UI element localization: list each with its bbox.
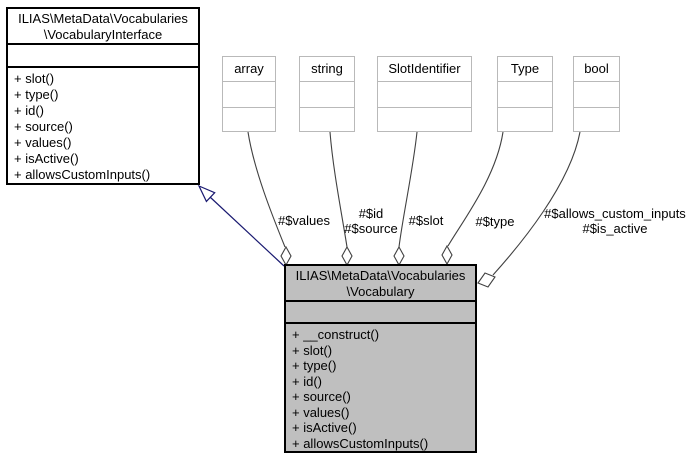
empty-compartment <box>300 82 354 108</box>
attributes-compartment <box>286 302 475 324</box>
method-item: + __construct() <box>292 327 380 342</box>
empty-compartment <box>498 108 552 131</box>
edge-label-slot: #$slot <box>408 213 444 228</box>
aggregation-edge-values <box>247 131 286 248</box>
method-item: + isActive() <box>14 151 79 166</box>
aggregation-diamond-allows-is-active <box>477 272 496 288</box>
type-node-label: bool <box>574 57 619 82</box>
empty-compartment <box>574 82 619 108</box>
edge-label-is-active: #$is_active <box>582 220 648 236</box>
method-item: + id() <box>14 103 44 118</box>
edge-label-source: #$source <box>344 220 398 236</box>
empty-compartment <box>300 108 354 131</box>
class-title-line1: ILIAS\MetaData\Vocabularies <box>18 11 188 26</box>
class-title-line2: \VocabularyInterface <box>43 27 163 42</box>
empty-compartment <box>223 108 275 131</box>
aggregation-edge-id-source <box>329 131 348 248</box>
method-item: + values() <box>292 404 350 420</box>
class-title: ILIAS\MetaData\Vocabularies \Vocabulary <box>286 266 475 302</box>
method-item: + source() <box>14 119 73 134</box>
method-item: + id() <box>292 373 322 389</box>
empty-compartment <box>223 82 275 108</box>
aggregation-edge-slot <box>398 131 418 248</box>
type-node-string: string <box>299 56 355 132</box>
class-title-line2: \Vocabulary <box>346 284 415 299</box>
empty-compartment <box>498 82 552 108</box>
method-item: + type() <box>14 87 59 102</box>
empty-compartment <box>378 108 471 131</box>
method-item: + slot() <box>292 342 333 358</box>
class-node-vocabulary-interface[interactable]: ILIAS\MetaData\Vocabularies \VocabularyI… <box>6 7 200 185</box>
type-node-label: array <box>223 57 275 82</box>
edge-label-type: #$type <box>475 214 515 229</box>
type-node-type: Type <box>497 56 553 132</box>
type-node-slot-identifier: SlotIdentifier <box>377 56 472 132</box>
aggregation-edge-allows-is-active <box>492 131 581 276</box>
type-node-label: Type <box>498 57 552 82</box>
attributes-compartment <box>8 45 198 68</box>
type-node-label: SlotIdentifier <box>378 57 471 82</box>
type-node-array: array <box>222 56 276 132</box>
class-node-vocabulary: ILIAS\MetaData\Vocabularies \Vocabulary … <box>284 264 477 453</box>
method-item: + values() <box>14 135 72 150</box>
type-node-label: string <box>300 57 354 82</box>
empty-compartment <box>574 108 619 131</box>
method-item: + type() <box>292 358 337 373</box>
edge-label-id: #$id <box>358 206 384 221</box>
method-item: + source() <box>292 389 351 404</box>
class-title-line1: ILIAS\MetaData\Vocabularies <box>295 268 466 283</box>
method-item: + allowsCustomInputs() <box>14 167 151 182</box>
method-item: + isActive() <box>292 420 357 435</box>
edge-label-allows-custom-inputs-is-active: #$allows_custom_inputs #$is_active <box>535 206 695 236</box>
aggregation-diamond-type <box>441 244 453 266</box>
edge-label-values: #$values <box>277 213 331 228</box>
aggregation-edge-type <box>447 131 504 247</box>
methods-compartment: + slot() + type() + id() + source() + va… <box>8 68 198 183</box>
aggregation-diamond-slot <box>393 245 405 267</box>
inheritance-arrowhead <box>197 184 216 203</box>
empty-compartment <box>378 82 471 108</box>
type-node-bool: bool <box>573 56 620 132</box>
methods-compartment: + __construct() + slot() + type() + id()… <box>286 324 475 451</box>
class-title: ILIAS\MetaData\Vocabularies \VocabularyI… <box>8 9 198 45</box>
aggregation-diamond-id-source <box>341 245 353 267</box>
edge-label-allows-custom-inputs: #$allows_custom_inputs <box>544 206 686 221</box>
method-item: + slot() <box>14 71 55 86</box>
edge-label-id-source: #$id #$source <box>316 206 426 236</box>
aggregation-diamond-values <box>280 245 292 267</box>
inheritance-edge <box>209 196 285 267</box>
method-item: + allowsCustomInputs() <box>292 435 429 451</box>
